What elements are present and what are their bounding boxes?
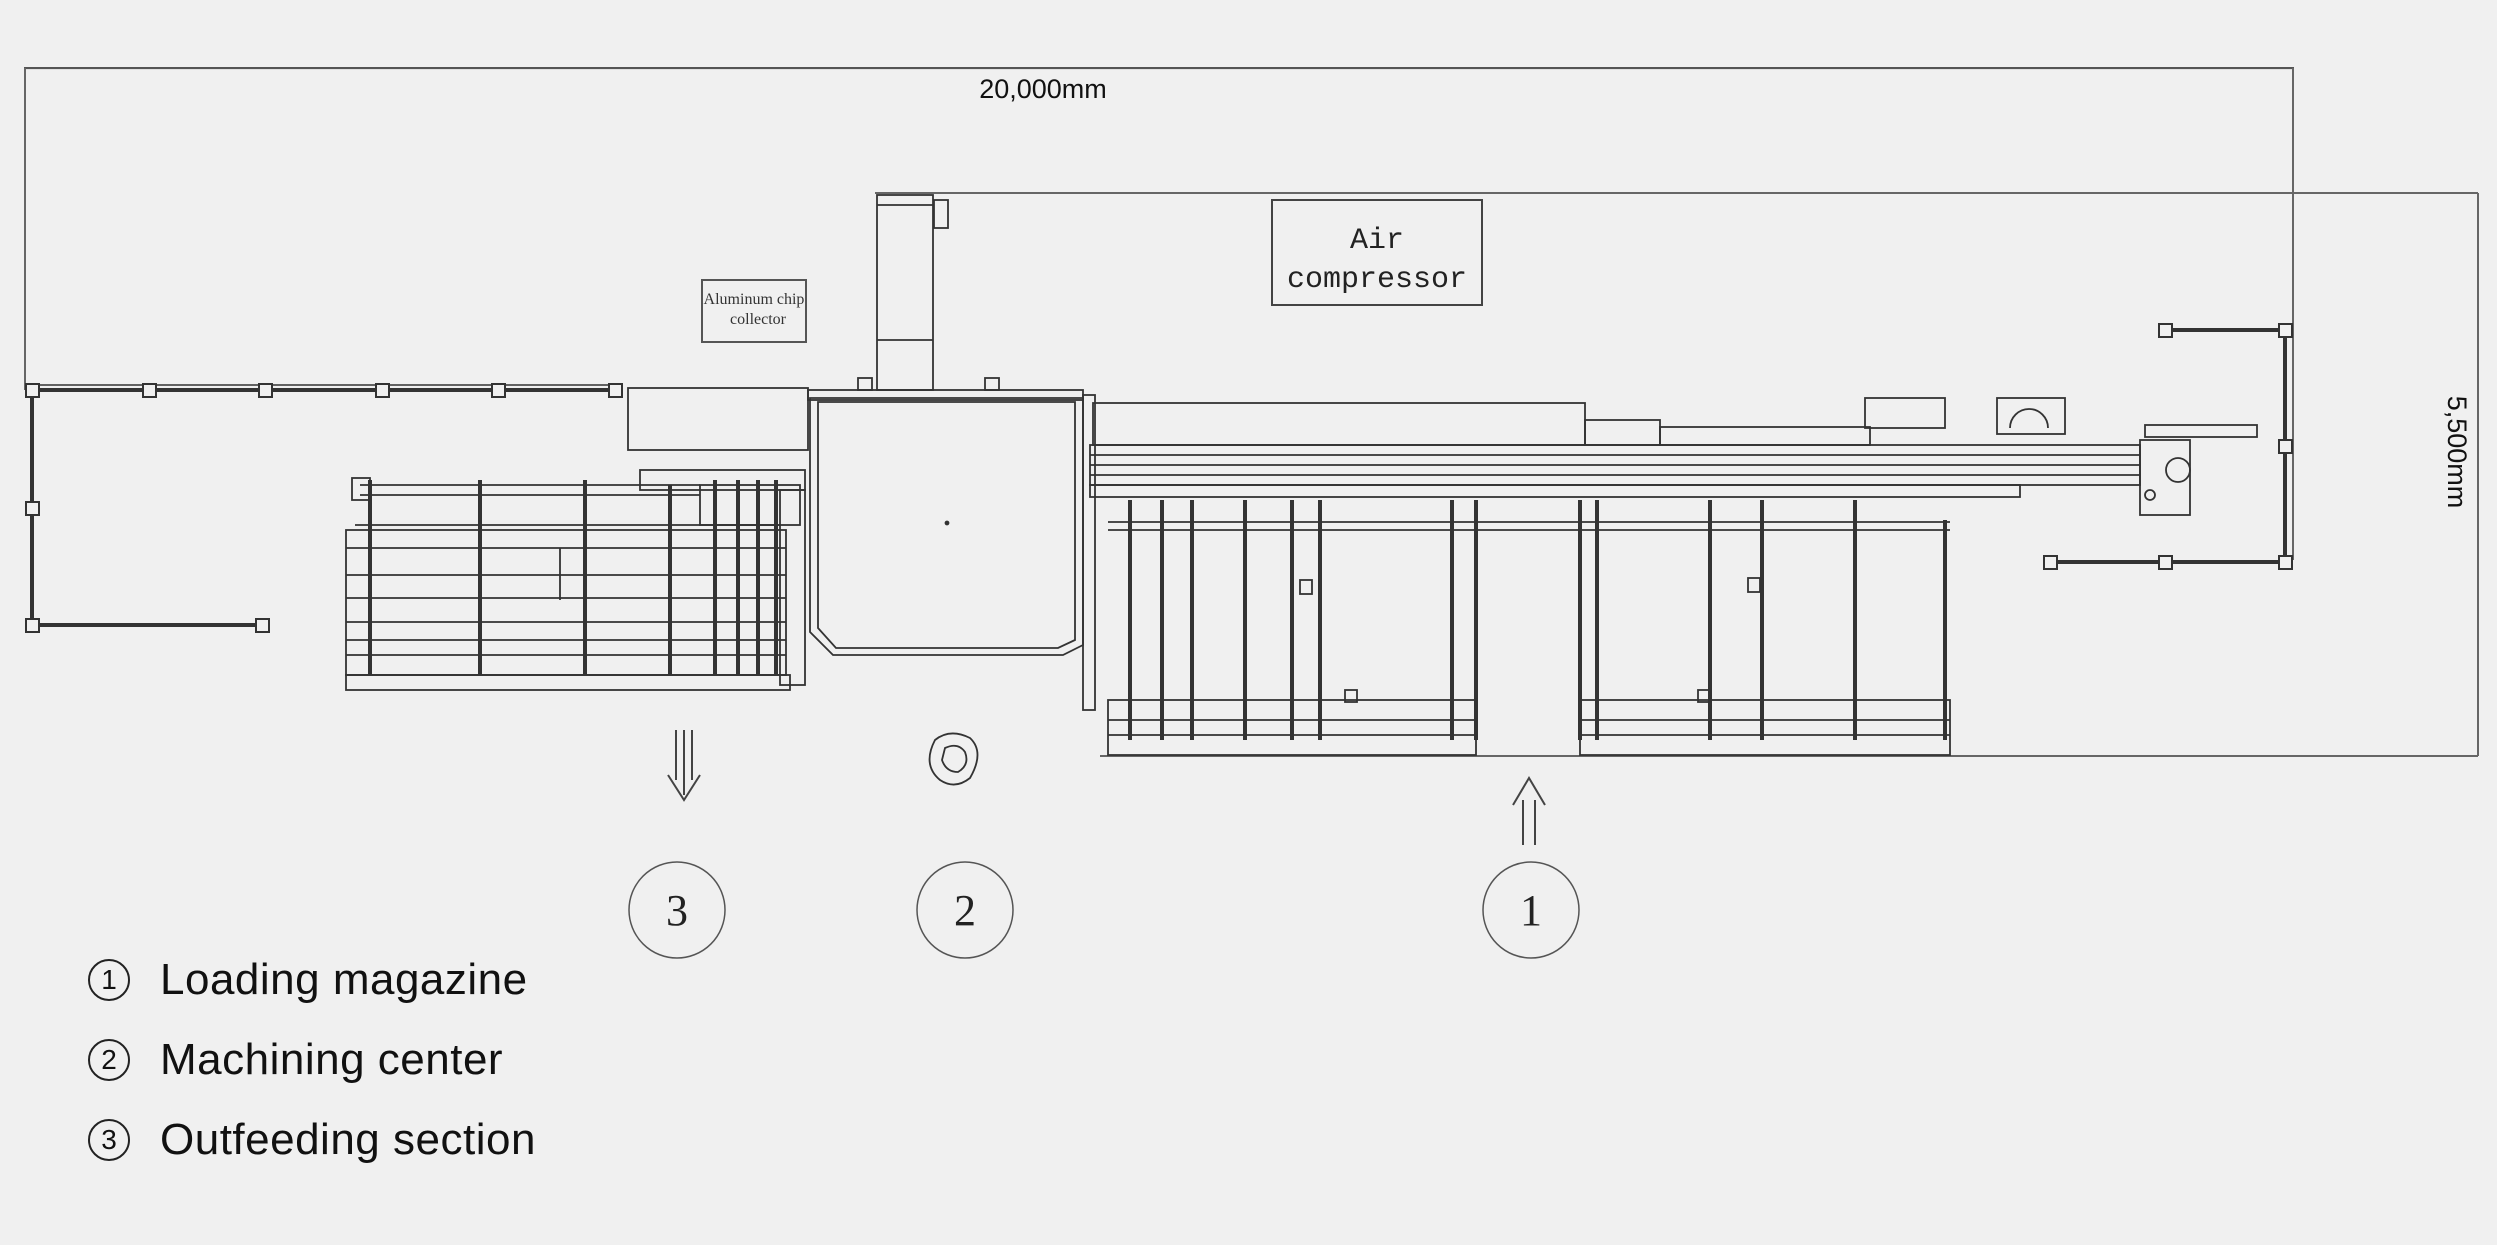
section-marker-3: 3 bbox=[628, 861, 726, 959]
legend-label: Loading magazine bbox=[160, 955, 528, 1004]
legend: 1 Loading magazine 2 Machining center 3 … bbox=[88, 940, 536, 1180]
loading-magazine-drawing bbox=[1089, 397, 2258, 756]
outfeed-direction-arrow bbox=[667, 730, 701, 802]
legend-item-machining-center: 2 Machining center bbox=[88, 1020, 536, 1100]
svg-text:2: 2 bbox=[954, 886, 976, 935]
length-dimension-label: 20,000mm bbox=[979, 74, 1107, 104]
chip-collector-label-line1: Aluminum chip bbox=[704, 291, 805, 308]
width-dimension-label: 5,500mm bbox=[2442, 396, 2472, 509]
loading-direction-arrow bbox=[1512, 776, 1546, 845]
chip-collector-label-line2: collector bbox=[730, 311, 787, 328]
legend-item-outfeeding-section: 3 Outfeeding section bbox=[88, 1100, 536, 1180]
section-marker-1: 1 bbox=[1482, 861, 1580, 959]
legend-number: 3 bbox=[88, 1119, 130, 1161]
machining-center-drawing bbox=[627, 194, 1096, 786]
outfeeding-section-drawing bbox=[345, 469, 806, 691]
left-safety-fence bbox=[25, 383, 623, 633]
legend-label: Machining center bbox=[160, 1035, 504, 1084]
air-compressor-label-line1: Air bbox=[1350, 224, 1404, 258]
legend-number: 1 bbox=[88, 959, 130, 1001]
air-compressor-box bbox=[1271, 199, 1483, 306]
right-safety-fence bbox=[2043, 323, 2293, 570]
air-compressor-label-line2: compressor bbox=[1287, 263, 1467, 297]
legend-label: Outfeeding section bbox=[160, 1115, 536, 1164]
svg-text:1: 1 bbox=[1520, 886, 1542, 935]
chip-collector-box bbox=[701, 279, 807, 343]
svg-text:3: 3 bbox=[666, 886, 688, 935]
section-marker-2: 2 bbox=[916, 861, 1014, 959]
legend-number: 2 bbox=[88, 1039, 130, 1081]
legend-item-loading-magazine: 1 Loading magazine bbox=[88, 940, 536, 1020]
